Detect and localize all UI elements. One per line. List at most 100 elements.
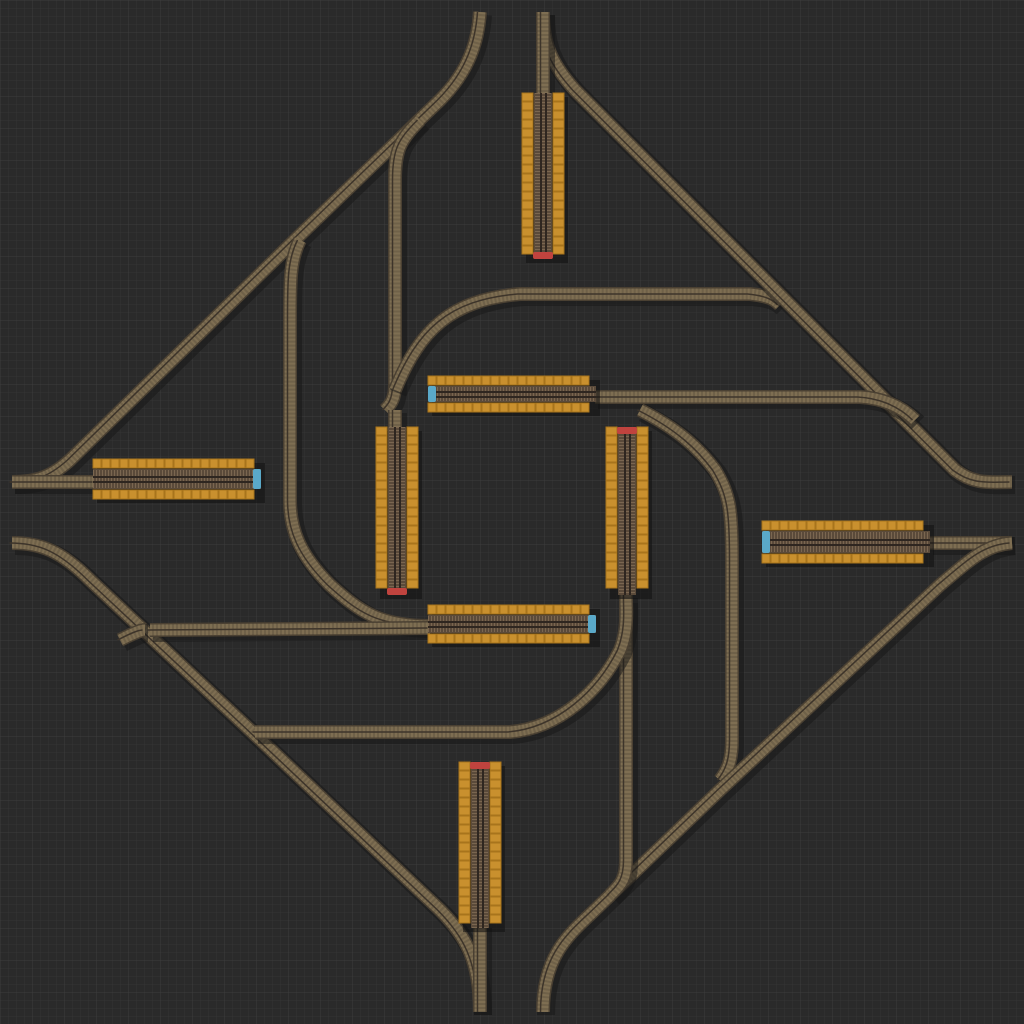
station-center-right[interactable] — [605, 426, 652, 599]
station-tie — [819, 532, 820, 552]
station-slot — [770, 553, 780, 564]
station-slot — [406, 435, 419, 445]
station-top[interactable] — [521, 92, 568, 263]
station-tie — [389, 505, 405, 506]
station-slot — [375, 507, 388, 517]
station-tie — [156, 470, 157, 488]
station-tie — [587, 616, 588, 632]
station-slot — [517, 402, 527, 413]
station-tie — [389, 484, 405, 485]
station-slot — [517, 604, 527, 615]
station-slot — [508, 604, 518, 615]
rail-layer — [117, 629, 143, 641]
rail-segment[interactable] — [252, 599, 639, 744]
station-center-left[interactable] — [375, 426, 422, 599]
station-tie — [858, 532, 859, 552]
station-tie — [864, 532, 865, 552]
rail-segment[interactable] — [592, 390, 925, 430]
rail-segment[interactable] — [473, 925, 492, 1015]
rail-segment[interactable] — [283, 236, 434, 638]
station-slot — [375, 561, 388, 571]
station-slot — [521, 110, 534, 120]
station-tie — [506, 616, 507, 632]
station-tie — [518, 616, 519, 632]
station-slot — [128, 458, 138, 469]
rail-segment[interactable] — [636, 403, 744, 789]
station-track — [471, 762, 489, 928]
station-tie — [472, 771, 488, 772]
station-slot — [562, 604, 572, 615]
rail-network[interactable] — [9, 11, 1017, 1016]
rail-segment[interactable] — [536, 12, 555, 98]
station-tie — [455, 616, 456, 632]
station-slot — [869, 553, 879, 564]
station-tie — [548, 616, 549, 632]
station-slot — [375, 570, 388, 580]
station-tie — [515, 616, 516, 632]
station-slot — [521, 236, 534, 246]
station-tie — [389, 496, 405, 497]
station-slot — [521, 137, 534, 147]
station-bottom[interactable] — [458, 761, 505, 932]
station-slot — [878, 520, 888, 531]
rail-segment[interactable] — [116, 623, 149, 652]
station-slot — [110, 458, 120, 469]
rail-segment[interactable] — [536, 536, 1017, 1016]
station-slot — [770, 520, 780, 531]
station-tie — [619, 526, 635, 527]
station-tie — [572, 387, 573, 401]
station-slot — [526, 633, 536, 644]
station-right[interactable] — [761, 520, 934, 567]
station-tie — [440, 387, 441, 401]
station-tie — [619, 553, 635, 554]
station-tie — [464, 387, 465, 401]
station-tie — [535, 138, 551, 139]
station-rail-line — [428, 626, 596, 628]
station-layer[interactable] — [92, 92, 934, 932]
station-slot — [544, 604, 554, 615]
station-slot — [636, 471, 649, 481]
station-slot — [406, 534, 419, 544]
station-stop-marker — [588, 615, 596, 633]
station-tie — [909, 532, 910, 552]
station-tie — [449, 616, 450, 632]
station-tie — [535, 102, 551, 103]
station-tie — [774, 532, 775, 552]
station-slot — [375, 480, 388, 490]
station-stop-marker — [762, 531, 770, 553]
station-tie — [619, 502, 635, 503]
station-tie — [619, 517, 635, 518]
station-center-top[interactable] — [427, 375, 600, 416]
rail-segment[interactable] — [147, 621, 434, 642]
station-slot — [406, 471, 419, 481]
station-tie — [545, 616, 546, 632]
station-slot — [605, 453, 618, 463]
station-tie — [535, 219, 551, 220]
station-slot — [489, 788, 502, 798]
station-slot — [636, 579, 649, 589]
station-tie — [619, 550, 635, 551]
station-tie — [472, 879, 488, 880]
station-slot — [164, 458, 174, 469]
station-slot — [824, 520, 834, 531]
station-tie — [619, 511, 635, 512]
station-slot — [605, 543, 618, 553]
station-tie — [535, 174, 551, 175]
rail-segment[interactable] — [380, 115, 430, 420]
station-tie — [389, 532, 405, 533]
station-tie — [524, 616, 525, 632]
station-tie — [485, 616, 486, 632]
station-center-bottom[interactable] — [427, 604, 600, 647]
station-tie — [389, 490, 405, 491]
rail-segment[interactable] — [605, 595, 638, 905]
station-tie — [472, 909, 488, 910]
station-tie — [852, 532, 853, 552]
station-tie — [180, 470, 181, 488]
station-tie — [162, 470, 163, 488]
station-tie — [619, 583, 635, 584]
station-left[interactable] — [92, 458, 265, 503]
station-tie — [619, 499, 635, 500]
rail-segment[interactable] — [9, 475, 99, 494]
